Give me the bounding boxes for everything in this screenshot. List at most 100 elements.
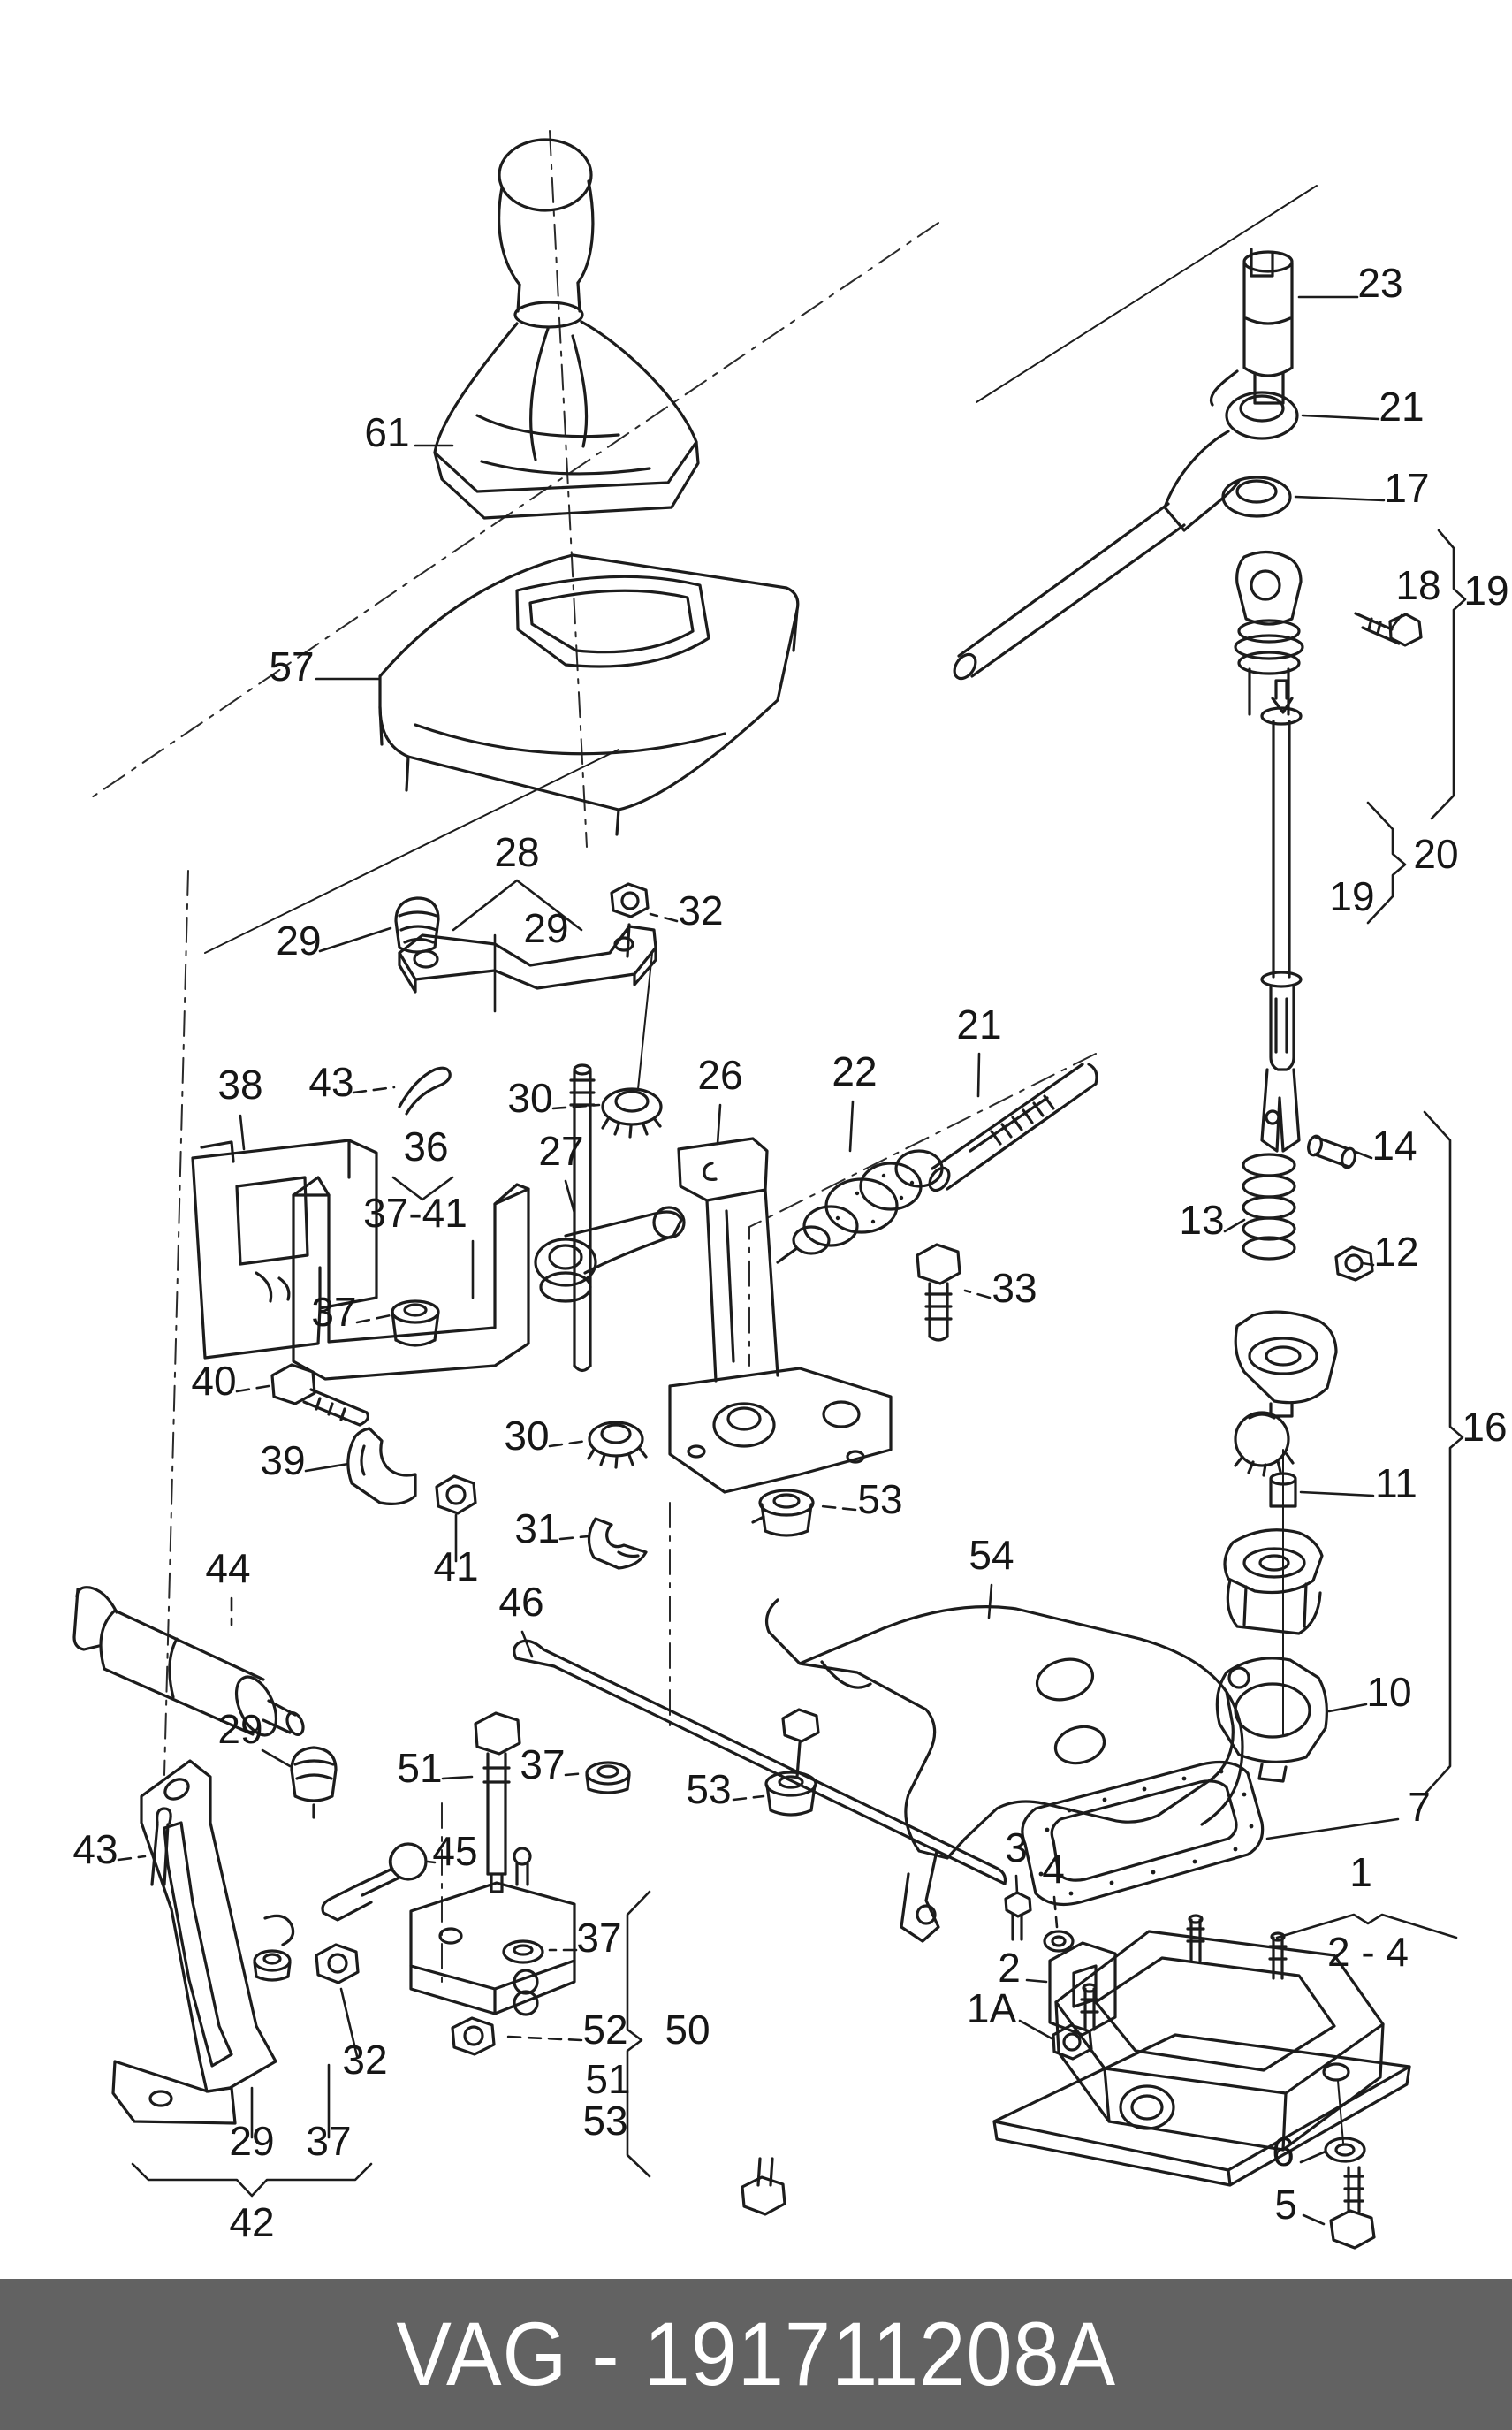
shift-rod-drawing — [1260, 679, 1356, 1169]
brace-36 — [391, 1176, 454, 1201]
part-label-53-61: 53 — [686, 1766, 731, 1812]
bolt-33-drawing — [916, 1243, 961, 1342]
part-label-1-18: 1 — [1349, 1849, 1372, 1895]
part-label-2-20: 2 — [998, 1945, 1021, 1991]
leader-line-7-15 — [1265, 1817, 1400, 1840]
clip-bracket-drawing — [191, 1139, 378, 1360]
cotter-pin-lower-drawing — [150, 1807, 172, 1886]
part-label-13-10: 13 — [1179, 1197, 1224, 1243]
console-trim-drawing — [378, 553, 800, 836]
part-label-20-7: 20 — [1413, 831, 1458, 877]
splined-rod-drawing — [928, 1063, 1098, 1192]
shifter-housing-drawing — [992, 1914, 1411, 2250]
part-label-19-6: 19 — [1463, 568, 1508, 613]
part-label-29-52: 29 — [229, 2118, 274, 2164]
part-label-26-34: 26 — [697, 1052, 742, 1098]
part-label-57-1: 57 — [269, 644, 314, 689]
part-label-51-56: 51 — [585, 2056, 630, 2102]
part-label-14-9: 14 — [1371, 1123, 1417, 1169]
part-label-10-14: 10 — [1366, 1669, 1411, 1715]
part-label-53-59: 53 — [857, 1476, 902, 1522]
leader-line-33-37 — [963, 1289, 992, 1299]
part-label-19-8: 19 — [1329, 873, 1374, 919]
part-label-43-28: 43 — [308, 1059, 353, 1105]
leader-line-43-47 — [117, 1855, 147, 1862]
part-label-43-47: 43 — [72, 1826, 118, 1872]
part-label-51-48: 51 — [397, 1745, 442, 1791]
spring-cage-drawing — [776, 1149, 944, 1264]
part-label-18-5: 18 — [1395, 562, 1440, 608]
leader-line-10-14 — [1327, 1703, 1368, 1713]
part-label-42-54: 42 — [229, 2199, 274, 2245]
part-label-27-31: 27 — [538, 1128, 583, 1174]
brace-28 — [452, 879, 583, 932]
selector-lever-drawing — [534, 1063, 686, 1373]
part-label-4-17: 4 — [1042, 1846, 1065, 1892]
footer-bar: VAG - 191711208A — [0, 2279, 1512, 2430]
selector-rod-46-drawing — [513, 1639, 1007, 1885]
leader-line-26-34 — [716, 1103, 722, 1146]
bracket-50 — [626, 1890, 651, 2178]
leader-line-14-9 — [1354, 1150, 1373, 1160]
part-label-45-50: 45 — [432, 1828, 477, 1874]
clamp-39-drawing — [346, 1427, 417, 1505]
leader-line-4-17 — [1052, 1895, 1059, 1929]
part-label-37-49: 37 — [520, 1741, 565, 1787]
bolt-51-drawing — [474, 1711, 521, 1893]
part-number-text: VAG - 191711208A — [396, 2304, 1116, 2404]
washer-37-upper-drawing — [585, 1761, 631, 1794]
leader-line-38-29 — [239, 1114, 246, 1151]
leader-line-53-61 — [732, 1794, 765, 1802]
part-label-37-62: 37 — [576, 1915, 621, 1961]
part-label-29-25: 29 — [523, 905, 568, 951]
part-label-5-23: 5 — [1274, 2182, 1297, 2228]
leader-line-37-49 — [564, 1771, 587, 1777]
leader-line-30-30 — [551, 1103, 601, 1110]
leader-line-43-28 — [352, 1086, 396, 1094]
part-label-46-45: 46 — [498, 1579, 543, 1625]
part-label-33-37: 33 — [992, 1265, 1037, 1311]
leader-line-31-43 — [558, 1535, 590, 1541]
grommet-upper-drawing — [751, 1489, 815, 1537]
gasket-drawing — [1021, 1761, 1265, 1906]
part-label-37-41-33: 37-41 — [363, 1190, 467, 1236]
part-label-7-15: 7 — [1408, 1784, 1431, 1830]
part-label-1A-21: 1A — [967, 1985, 1017, 2031]
part-label-53-57: 53 — [582, 2098, 627, 2144]
leader-line-2-20 — [1025, 1978, 1048, 1984]
leader-line-32-27 — [649, 912, 679, 923]
leader-line-53-59 — [820, 1504, 857, 1512]
spring-and-nut-drawing — [1242, 1153, 1374, 1282]
part-label-32-51: 32 — [342, 2037, 387, 2083]
part-label-38-29: 38 — [217, 1062, 262, 1108]
bolt-40-drawing — [270, 1363, 369, 1427]
part-label-29-26: 29 — [276, 918, 321, 964]
part-label-12-11: 12 — [1373, 1229, 1418, 1275]
leader-lines — [117, 295, 1403, 2226]
part-label-36-32: 36 — [403, 1124, 448, 1169]
part-label-40-39: 40 — [191, 1358, 236, 1404]
part-label-61-0: 61 — [364, 409, 409, 455]
bracket-50-group-drawing — [409, 1847, 576, 2056]
part-label-37-53: 37 — [306, 2118, 351, 2164]
part-label-50-58: 50 — [665, 2007, 710, 2053]
bushing-37-drawing — [391, 1299, 440, 1347]
leader-line-13-10 — [1223, 1218, 1246, 1233]
part-label-31-43: 31 — [514, 1505, 559, 1551]
brace-42 — [131, 2162, 373, 2198]
bracket-54-drawing — [741, 1598, 1244, 2216]
nut-41-drawing — [435, 1474, 477, 1515]
counterweight-drawing — [72, 1586, 305, 1737]
leader-line-37-38 — [355, 1314, 392, 1324]
nut-32-lower-drawing — [253, 1943, 360, 1984]
leader-line-1A-21 — [1018, 2019, 1053, 2040]
leader-line-11-13 — [1299, 1490, 1375, 1497]
leader-line-32-51 — [339, 1987, 359, 2058]
part-label-29-46: 29 — [217, 1706, 262, 1752]
bracket-19 — [1430, 529, 1467, 820]
clip-31-drawing — [587, 1517, 648, 1570]
u-strap-drawing — [292, 1176, 530, 1381]
part-label-23-2: 23 — [1357, 260, 1402, 306]
part-label-2-4-19: 2 - 4 — [1327, 1929, 1409, 1975]
part-label-22-35: 22 — [832, 1048, 877, 1094]
